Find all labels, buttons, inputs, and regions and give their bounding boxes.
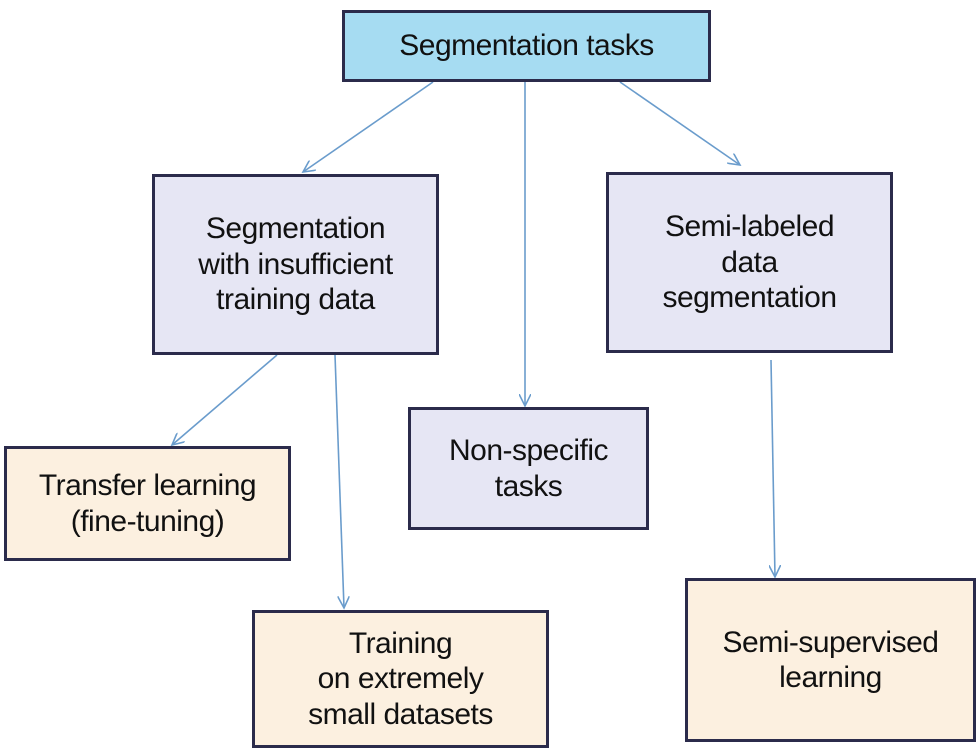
node-transfer-learning: Transfer learning (fine-tuning) — [4, 446, 291, 561]
node-insufficient-training-data-label: Segmentation with insufficient training … — [198, 212, 393, 317]
edge-semilabeled-semisupervised — [771, 359, 775, 577]
edge-insufficient-small — [334, 354, 344, 608]
node-segmentation-tasks: Segmentation tasks — [342, 10, 711, 82]
edge-root-insufficient — [303, 81, 434, 172]
edge-root-semilabeled — [619, 81, 740, 165]
edge-insufficient-transfer — [172, 354, 278, 445]
node-semi-supervised-learning-label: Semi-supervised learning — [722, 625, 939, 694]
node-non-specific-tasks: Non-specific tasks — [408, 407, 649, 530]
node-insufficient-training-data: Segmentation with insufficient training … — [152, 174, 439, 355]
node-semi-supervised-learning: Semi-supervised learning — [685, 578, 976, 742]
node-transfer-learning-label: Transfer learning (fine-tuning) — [38, 469, 257, 538]
node-non-specific-tasks-label: Non-specific tasks — [448, 434, 609, 503]
node-small-datasets: Training on extremely small datasets — [252, 610, 549, 748]
node-semi-labeled-segmentation-label: Semi-labeled data segmentation — [662, 210, 837, 315]
node-small-datasets-label: Training on extremely small datasets — [308, 626, 493, 731]
node-segmentation-tasks-label: Segmentation tasks — [399, 29, 654, 63]
node-semi-labeled-segmentation: Semi-labeled data segmentation — [606, 172, 893, 353]
